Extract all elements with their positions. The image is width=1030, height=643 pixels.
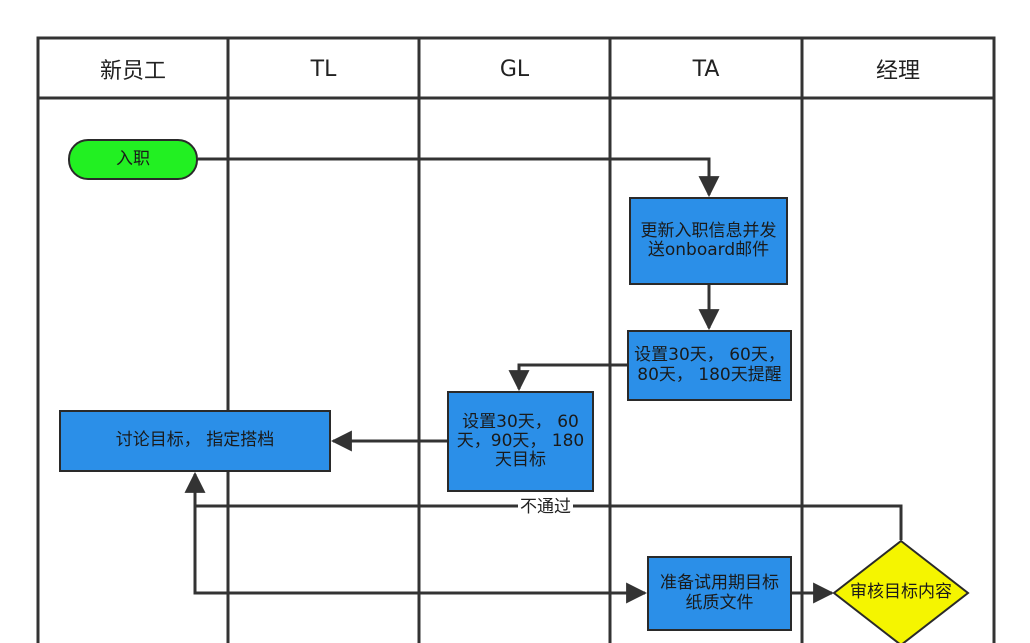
- node-discuss-goals: 讨论目标， 指定搭档: [59, 410, 331, 472]
- lane-title-manager: 经理: [875, 59, 920, 84]
- swimlane-frame: [36, 36, 996, 643]
- node-review-label: 审核目标内容: [850, 582, 952, 603]
- lane-title-ta: TA: [692, 56, 720, 82]
- node-set-goals: 设置30天， 60天，90天， 180天目标: [447, 391, 594, 492]
- lane-title-tl: TL: [310, 56, 337, 82]
- lane-title-new-employee: 新员工: [99, 59, 166, 84]
- lane-title-gl: GL: [499, 56, 530, 82]
- decision-diamond: [832, 539, 970, 643]
- edge-start-to-update: [198, 157, 720, 198]
- node-update-info: 更新入职信息并发送onboard邮件: [629, 197, 788, 285]
- node-prepare-docs: 准备试用期目标纸质文件: [647, 556, 792, 631]
- node-set-reminders: 设置30天， 60天， 80天， 180天提醒: [627, 330, 792, 401]
- edge-label-reject: 不通过: [518, 497, 573, 517]
- edge-discuss-to-prepare: [193, 474, 648, 604]
- edge-set-ta-to-set-gl: [508, 363, 628, 392]
- node-start: 入职: [68, 139, 198, 180]
